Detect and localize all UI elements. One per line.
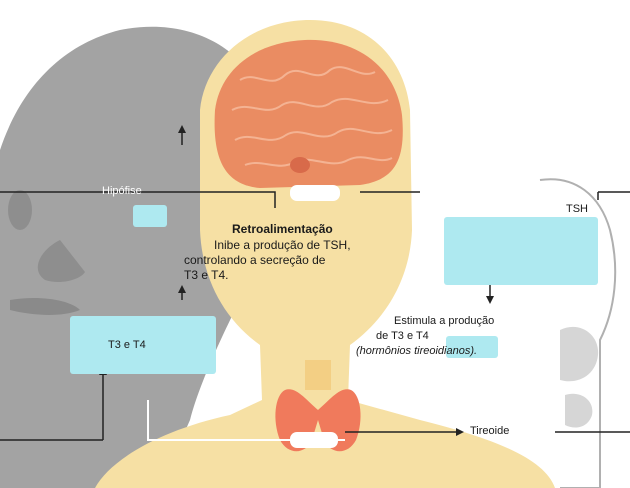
thyroid-arrowhead — [456, 428, 464, 436]
hypothalamus-arrowhead — [178, 125, 186, 133]
label-t3t4: T3 e T4 — [108, 339, 146, 351]
retro-line-3: T3 e T4. — [184, 268, 229, 282]
hormone-box — [446, 336, 498, 358]
anatomy-cartilage — [560, 326, 599, 428]
trachea — [305, 360, 331, 390]
left-connector — [0, 191, 276, 208]
front-head — [95, 20, 555, 488]
hypothalamus-box — [133, 205, 167, 227]
thyroid-bracket — [147, 400, 345, 441]
estimula-line-2: de T3 e T4 — [376, 330, 429, 342]
label-tsh: TSH — [566, 203, 588, 215]
label-hipofise: Hipófise — [102, 185, 142, 197]
pituitary-gland — [290, 157, 310, 173]
white-label-top — [290, 185, 340, 201]
label-tireoide: Tireoide — [470, 425, 510, 437]
retro-line-1: Inibe a produção de TSH, — [214, 238, 351, 252]
tsh-down-arrowhead — [486, 296, 494, 304]
feedback-arrowhead — [178, 285, 186, 293]
estimula-line-3: (hormônios tireoidianos). — [356, 345, 478, 357]
profile-lips — [10, 298, 80, 315]
brain-folds — [231, 66, 393, 167]
t3t4-info-box — [70, 316, 216, 374]
white-label-bottom — [290, 432, 338, 448]
anatomy-outline — [539, 178, 617, 488]
right-bracket — [597, 191, 630, 200]
profile-ear — [8, 190, 32, 230]
tsh-info-box — [444, 217, 598, 285]
profile-nose — [37, 240, 85, 283]
estimula-line-1: Estimula a produção — [394, 315, 495, 327]
retro-line-2: controlando a secreção de — [184, 253, 326, 267]
retro-title: Retroalimentação — [232, 222, 333, 236]
brain — [214, 39, 403, 189]
